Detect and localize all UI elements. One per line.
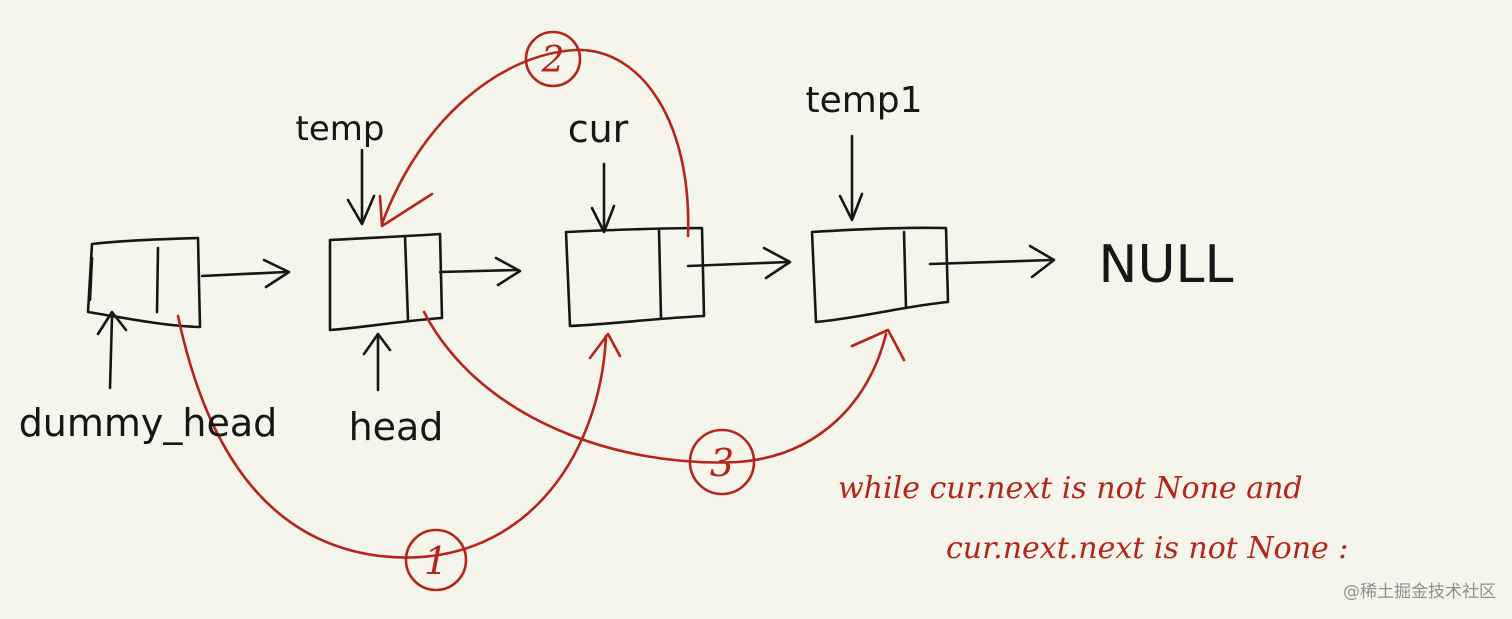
label-head: head: [349, 405, 444, 449]
pointer-head: [362, 332, 392, 392]
next-arrow-4: [928, 244, 1056, 279]
pointer-cur: [590, 162, 616, 234]
node-box-temp1: [810, 226, 950, 324]
pointer-dummy-head: [96, 310, 128, 390]
node-box-head: [328, 232, 444, 332]
step-label-1: 1: [424, 539, 448, 583]
relink-curve-2: [378, 48, 690, 238]
next-arrow-1: [200, 258, 291, 289]
condition-line-2: cur.next.next is not None :: [946, 531, 1348, 566]
pointer-temp: [346, 148, 376, 226]
relink-curve-1: [176, 314, 622, 559]
step-circle-3: [688, 428, 756, 496]
label-cur: cur: [568, 107, 629, 151]
step-circle-2: [524, 30, 582, 88]
step-label-3: 3: [710, 441, 734, 485]
condition-line-1: while cur.next is not None and: [838, 471, 1303, 506]
pointer-temp1: [838, 134, 864, 222]
step-circle-1: [404, 528, 468, 592]
node-box-dummy-head: [86, 236, 202, 329]
label-null: NULL: [1099, 235, 1234, 295]
next-arrow-2: [438, 256, 522, 287]
next-arrow-3: [686, 246, 792, 280]
label-dummy-head: dummy_head: [19, 401, 278, 445]
label-temp: temp: [296, 109, 385, 149]
label-temp1: temp1: [805, 80, 922, 121]
relink-curve-3: [422, 310, 906, 464]
watermark: @稀土掘金技术社区: [1343, 582, 1496, 602]
step-label-2: 2: [541, 40, 565, 81]
node-box-cur: [564, 226, 706, 328]
